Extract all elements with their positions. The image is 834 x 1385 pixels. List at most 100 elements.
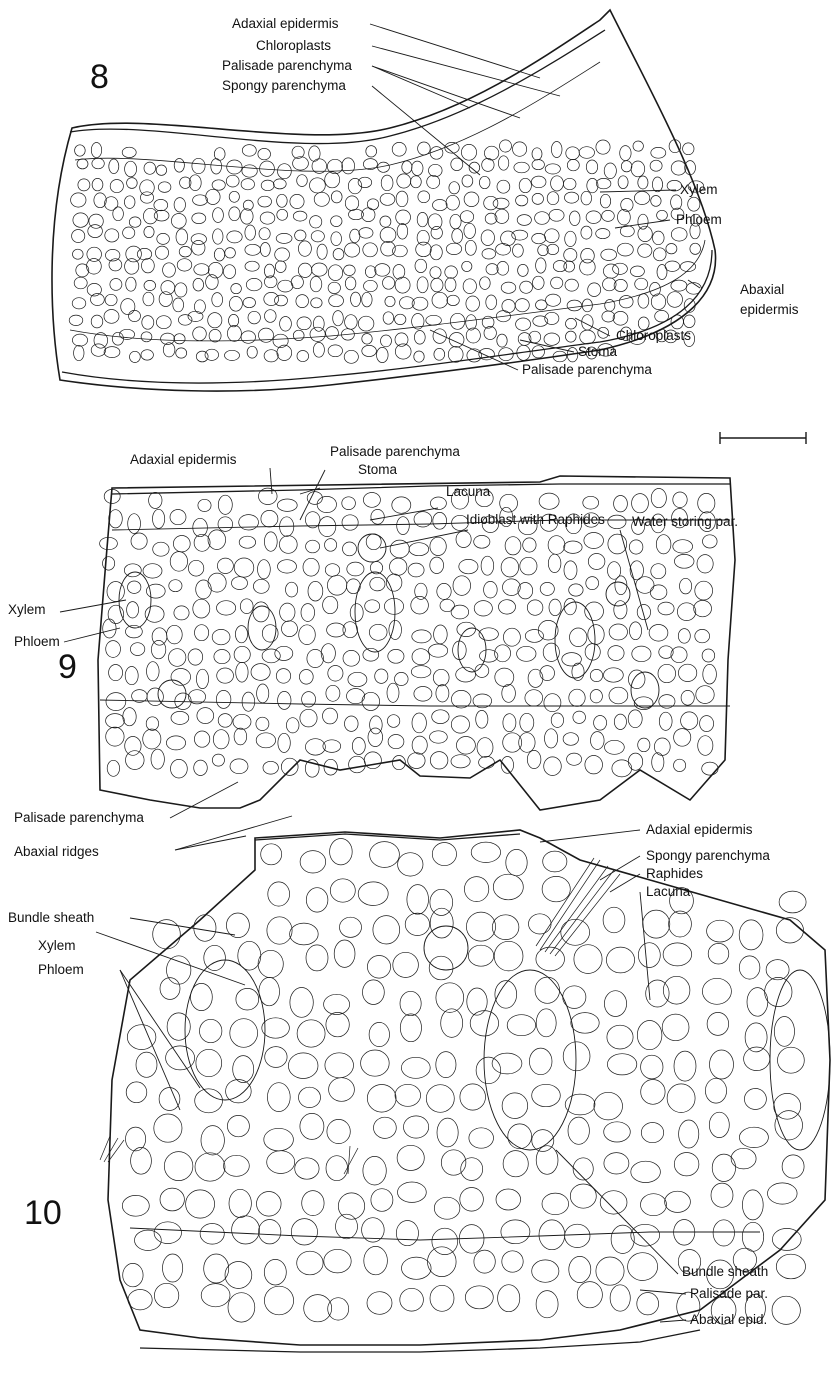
cell <box>217 668 234 683</box>
cell <box>525 630 543 643</box>
cell <box>103 557 115 570</box>
cell <box>264 1259 286 1285</box>
cell <box>528 669 543 687</box>
cell <box>104 347 120 358</box>
cell <box>569 211 580 226</box>
cell <box>328 1298 349 1320</box>
cell <box>72 298 86 309</box>
cell <box>259 1220 281 1244</box>
cell <box>583 496 599 509</box>
cell <box>179 246 191 257</box>
cell <box>198 499 211 511</box>
figure-9: 9 <box>8 444 738 859</box>
cell <box>532 193 543 204</box>
cell <box>314 192 329 206</box>
cell <box>297 351 309 362</box>
cell <box>352 738 365 755</box>
cell <box>381 175 393 191</box>
cell <box>347 562 364 576</box>
cell <box>590 690 602 703</box>
fig9-label-palisade-bottom: Palisade parenchyma <box>14 810 144 825</box>
cell <box>158 182 171 193</box>
cell <box>142 316 154 330</box>
cell <box>402 161 412 173</box>
cell <box>503 714 516 732</box>
cell <box>333 311 344 326</box>
cell <box>607 1025 633 1049</box>
cell <box>651 294 665 310</box>
cell <box>501 282 516 293</box>
cell <box>171 759 188 778</box>
cell <box>536 1146 558 1175</box>
cell <box>665 1191 691 1212</box>
cell <box>779 891 806 913</box>
cell <box>259 228 270 240</box>
cell <box>430 245 442 260</box>
cell <box>565 192 579 203</box>
cell <box>688 197 700 211</box>
cell <box>229 296 242 311</box>
fig9-label-stoma: Stoma <box>358 462 398 477</box>
cell <box>412 630 431 643</box>
cell <box>503 1151 528 1177</box>
fig10-label-xylem: Xylem <box>38 938 76 953</box>
cell <box>363 243 378 257</box>
cell <box>518 583 533 599</box>
cell <box>464 223 476 238</box>
cell <box>131 1147 152 1174</box>
cell <box>411 176 422 188</box>
cell <box>476 710 488 728</box>
fig9-adaxial-cuticle <box>112 484 730 494</box>
cell <box>460 1084 486 1110</box>
cell <box>153 509 165 528</box>
cell <box>225 1262 252 1289</box>
cell <box>778 1047 805 1073</box>
cell <box>631 161 645 177</box>
cell <box>340 917 362 937</box>
cell <box>143 292 154 306</box>
cell <box>195 1089 223 1113</box>
cell <box>681 712 698 730</box>
cell <box>605 740 625 754</box>
cell <box>497 334 507 347</box>
cell <box>641 1080 665 1105</box>
cell <box>674 554 694 568</box>
cell <box>234 728 247 745</box>
cell <box>440 599 454 611</box>
cell <box>450 214 461 229</box>
cell <box>573 711 586 723</box>
cell <box>375 669 388 683</box>
cell <box>588 625 604 645</box>
cell <box>613 263 628 274</box>
cell <box>414 512 432 527</box>
cell <box>275 295 288 306</box>
cell <box>229 314 239 326</box>
fig10-raphides <box>100 858 620 1174</box>
cell <box>445 266 458 278</box>
cell <box>253 602 269 622</box>
cell <box>201 1126 224 1155</box>
cell <box>586 160 597 174</box>
cell <box>329 295 344 307</box>
cell <box>402 1257 432 1279</box>
cell <box>651 196 661 207</box>
fig9-label-idioblast: Idioblast with Raphides <box>466 512 605 527</box>
cell <box>264 532 277 551</box>
cell <box>471 842 500 862</box>
cell <box>671 228 687 241</box>
cell <box>396 210 411 225</box>
cell <box>397 517 410 535</box>
cell <box>700 716 714 732</box>
cell <box>124 196 135 209</box>
cell <box>671 315 683 329</box>
cell <box>310 327 325 341</box>
cell <box>77 159 88 169</box>
cell <box>256 717 269 730</box>
cell <box>404 1116 429 1138</box>
cell <box>596 229 610 239</box>
cell <box>594 716 607 731</box>
fig8-label-chloroplasts-top: Chloroplasts <box>256 38 331 53</box>
cell <box>434 1197 460 1219</box>
cell <box>205 349 219 360</box>
